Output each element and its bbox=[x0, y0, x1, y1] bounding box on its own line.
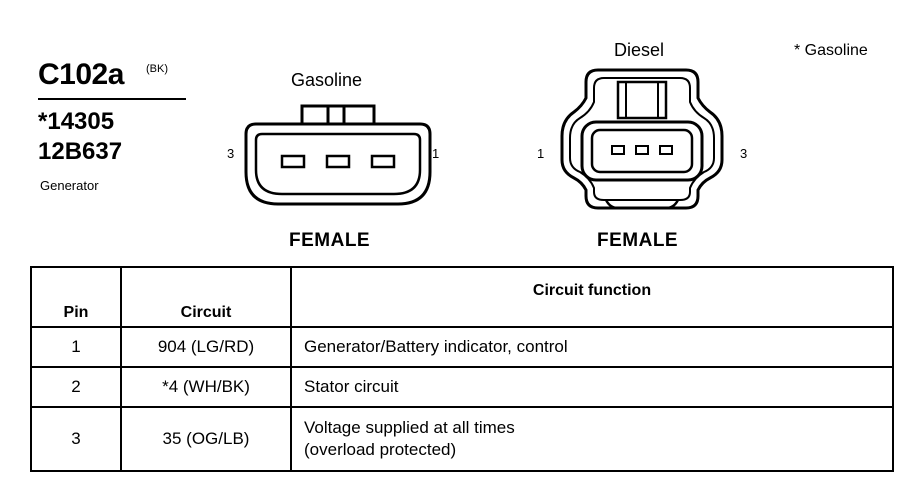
gasoline-terminal-3 bbox=[280, 154, 306, 169]
row-function: Stator circuit bbox=[290, 366, 894, 408]
diesel-pin-label-left: 1 bbox=[537, 146, 545, 161]
row-circuit: *4 (WH/BK) bbox=[120, 366, 292, 408]
row-pin: 2 bbox=[30, 366, 122, 408]
row-function-line: Generator/Battery indicator, control bbox=[304, 337, 568, 356]
row-pin: 1 bbox=[30, 326, 122, 368]
header-divider bbox=[38, 98, 186, 100]
gasoline-pin-label-left: 3 bbox=[227, 146, 235, 161]
part-number-primary: *14305 bbox=[38, 108, 115, 135]
connector-color: (BK) bbox=[146, 63, 168, 75]
header-circuit: Circuit bbox=[120, 266, 292, 328]
gasoline-terminal-2 bbox=[325, 154, 351, 169]
header-pin: Pin bbox=[30, 266, 122, 328]
diesel-pin-label-right: 3 bbox=[740, 146, 748, 161]
gasoline-gender-label: FEMALE bbox=[289, 230, 371, 251]
diesel-insert bbox=[590, 128, 694, 174]
table-header-row: Pin Circuit Circuit function bbox=[30, 266, 894, 328]
row-function-line: (overload protected) bbox=[304, 440, 457, 459]
row-function: Voltage supplied at all times (overload … bbox=[290, 406, 894, 472]
diesel-terminal-2 bbox=[635, 145, 649, 155]
diesel-shell-rim bbox=[569, 77, 715, 201]
gasoline-connector-diagram bbox=[244, 104, 432, 206]
diesel-gender-label: FEMALE bbox=[597, 230, 679, 251]
row-function: Generator/Battery indicator, control bbox=[290, 326, 894, 368]
connector-id: C102a bbox=[38, 58, 124, 91]
table-row: 1 904 (LG/RD) Generator/Battery indicato… bbox=[30, 326, 894, 368]
diesel-bottom-key bbox=[604, 199, 680, 210]
diesel-terminal-1 bbox=[611, 145, 625, 155]
component-name: Generator bbox=[40, 178, 99, 193]
diesel-connector-diagram bbox=[560, 68, 724, 210]
row-pin: 3 bbox=[30, 406, 122, 472]
header-circuit-function: Circuit function bbox=[290, 266, 894, 328]
table-row: 2 *4 (WH/BK) Stator circuit bbox=[30, 366, 894, 408]
diesel-terminal-3 bbox=[659, 145, 673, 155]
gasoline-connector-title: Gasoline bbox=[291, 70, 363, 90]
row-function-line: Voltage supplied at all times bbox=[304, 418, 515, 437]
row-circuit: 904 (LG/RD) bbox=[120, 326, 292, 368]
gasoline-terminal-1 bbox=[370, 154, 396, 169]
gasoline-pin-label-right: 1 bbox=[432, 146, 440, 161]
table-row: 3 35 (OG/LB) Voltage supplied at all tim… bbox=[30, 406, 894, 472]
row-function-line: Stator circuit bbox=[304, 377, 399, 396]
pin-circuit-table: Pin Circuit Circuit function 1 904 (LG/R… bbox=[30, 266, 894, 472]
part-number-secondary: 12B637 bbox=[38, 138, 123, 165]
gasoline-legend-note: * Gasoline bbox=[794, 42, 868, 59]
gasoline-inner-housing bbox=[254, 132, 422, 196]
diesel-connector-title: Diesel bbox=[614, 40, 665, 60]
row-circuit: 35 (OG/LB) bbox=[120, 406, 292, 472]
